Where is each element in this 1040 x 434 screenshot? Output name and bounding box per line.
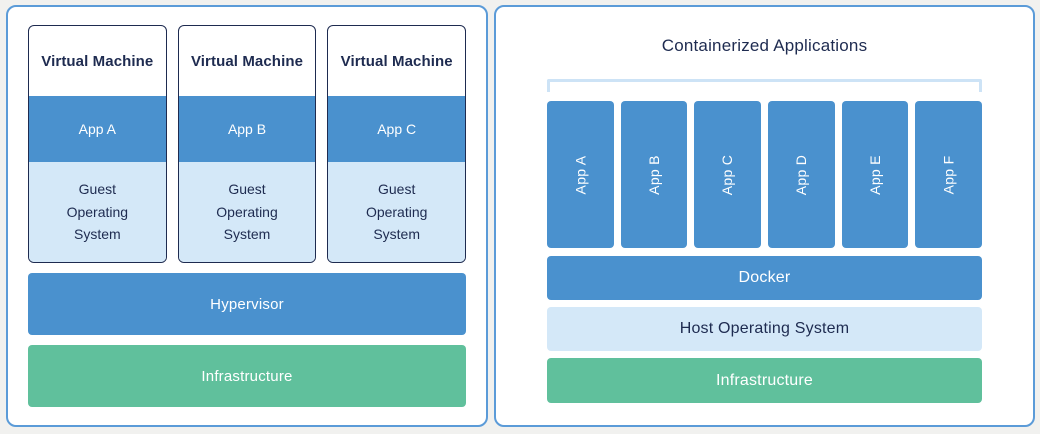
container-app-column: App F (915, 101, 983, 248)
vm-app-block: App A (29, 96, 166, 162)
docker-bar: Docker (547, 256, 982, 300)
vm-card-title: Virtual Machine (41, 52, 154, 70)
vm-guest-os-block: Guest Operating System (328, 162, 466, 262)
host-os-bar: Host Operating System (547, 307, 982, 351)
vm-app-block: App B (178, 96, 316, 162)
container-app-label: App B (646, 154, 663, 195)
container-app-label: App F (940, 155, 957, 194)
virtual-machines-panel: Virtual Machine App A Guest Operating Sy… (6, 5, 488, 427)
container-app-column: App D (768, 101, 835, 248)
container-app-column: App B (620, 101, 688, 248)
container-app-label: App C (719, 154, 736, 195)
vm-card-title: Virtual Machine (340, 52, 453, 70)
container-app-label: App D (793, 154, 810, 195)
container-app-column: App E (841, 101, 909, 248)
vm-card: Virtual Machine App A Guest Operating Sy… (28, 25, 167, 263)
infrastructure-bar: Infrastructure (547, 358, 982, 403)
vm-guest-os-block: Guest Operating System (178, 162, 316, 262)
containers-panel: Containerized Applications App A App B A… (494, 5, 1035, 427)
container-app-label: App A (572, 155, 589, 194)
containers-panel-title: Containerized Applications (661, 36, 868, 55)
hypervisor-bar: Hypervisor (28, 273, 466, 335)
vm-card-title: Virtual Machine (190, 52, 304, 70)
container-group-bracket-shape (547, 79, 982, 92)
vm-card: Virtual Machine App C Guest Operating Sy… (327, 25, 467, 263)
container-app-column: App C (694, 101, 762, 248)
container-app-row: App A App B App C App D App E App F (547, 101, 983, 248)
container-app-label: App E (867, 154, 884, 195)
infrastructure-bar: Infrastructure (28, 345, 466, 407)
vm-card: Virtual Machine App B Guest Operating Sy… (177, 25, 317, 263)
container-app-column: App A (547, 101, 614, 248)
vm-app-block: App C (328, 96, 466, 162)
vm-card-row: Virtual Machine App A Guest Operating Sy… (28, 25, 467, 263)
vm-guest-os-block: Guest Operating System (29, 162, 166, 262)
